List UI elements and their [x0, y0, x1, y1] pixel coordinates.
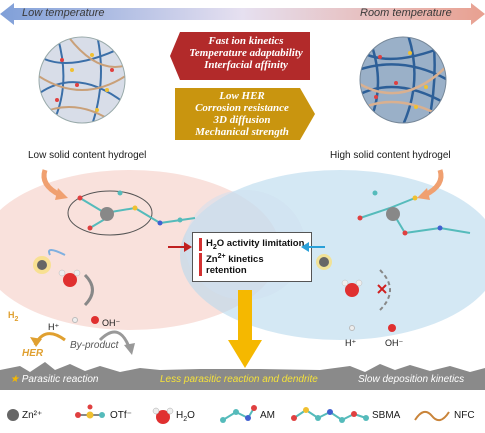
low-solid-hydrogel-image: [38, 36, 126, 124]
nfc-legend-icon: [414, 410, 450, 422]
legend-zn: Zn²⁺: [22, 410, 43, 421]
right-molecule-cluster: [357, 190, 471, 236]
am-legend-icon: [220, 405, 257, 423]
left-red-arrow: [168, 242, 192, 252]
h2-label: H2: [8, 310, 19, 323]
central-down-arrow: [228, 290, 262, 368]
anode-surface: [0, 362, 485, 390]
legend-am: AM: [260, 410, 275, 421]
byproduct-label: By-product: [70, 340, 119, 351]
star-icon: ★: [10, 374, 19, 385]
zn-kinetics-line: Zn2+ kinetics retention: [199, 252, 305, 277]
room-temperature-label: Room temperature: [360, 7, 452, 19]
her-label: HER: [22, 348, 44, 359]
high-solid-hydrogel-image: [359, 36, 447, 124]
otf-legend-icon: [75, 404, 105, 419]
temperature-arrow: [0, 3, 485, 25]
red-banner-text: Fast ion kinetics Temperature adaptabili…: [182, 35, 310, 71]
right-oh-minus-label: OH⁻: [385, 338, 404, 348]
left-oh-minus-label: OH⁻: [102, 318, 121, 328]
banner-item-3d-diffusion: 3D diffusion: [213, 114, 271, 126]
banner-item-temperature: Temperature adaptability: [189, 47, 303, 59]
less-parasitic-label: Less parasitic reaction and dendrite: [160, 374, 318, 385]
legend-otf: OTf⁻: [110, 410, 132, 421]
legend: Zn²⁺ OTf⁻ H2O AM SBMA NFC: [0, 396, 485, 433]
low-solid-label: Low solid content hydrogel: [28, 150, 147, 161]
zn-ion: [100, 207, 114, 221]
zn-legend-icon: [7, 409, 19, 421]
red-banner: [170, 32, 310, 80]
water-oxygen: [63, 273, 77, 287]
banner-item-corrosion: Corrosion resistance: [195, 102, 289, 114]
slow-deposition-label: Slow deposition kinetics: [358, 374, 465, 385]
parasitic-reaction-label: ★ Parasitic reaction: [10, 374, 99, 385]
banner-item-mechanical: Mechanical strength: [195, 126, 289, 138]
gold-banner: [175, 88, 315, 140]
sbma-legend-icon: [291, 407, 369, 423]
left-her-mechanism: [30, 249, 135, 355]
gold-banner-text: Low HER Corrosion resistance 3D diffusio…: [178, 90, 306, 138]
legend-nfc: NFC: [454, 410, 475, 421]
banner-item-low-her: Low HER: [219, 90, 265, 102]
left-h-plus-label: H⁺: [48, 322, 60, 332]
property-banners: [170, 32, 315, 140]
legend-h2o: H2O: [176, 410, 195, 423]
right-h-plus-label: H⁺: [345, 338, 357, 348]
banner-item-interfacial: Interfacial affinity: [204, 59, 288, 71]
h2o-activity-line: H2O activity limitation: [199, 238, 305, 251]
center-mechanism-box: H2O activity limitation Zn2+ kinetics re…: [192, 232, 312, 283]
right-her-blocked: [316, 254, 396, 332]
low-temperature-label: Low temperature: [22, 7, 105, 19]
left-molecule-cluster: [67, 190, 196, 236]
legend-sbma: SBMA: [372, 410, 401, 421]
banner-item-fast-ion: Fast ion kinetics: [208, 35, 284, 47]
h2o-legend-icon: [152, 407, 174, 424]
right-blue-arrow: [301, 242, 325, 252]
high-solid-label: High solid content hydrogel: [330, 150, 451, 161]
